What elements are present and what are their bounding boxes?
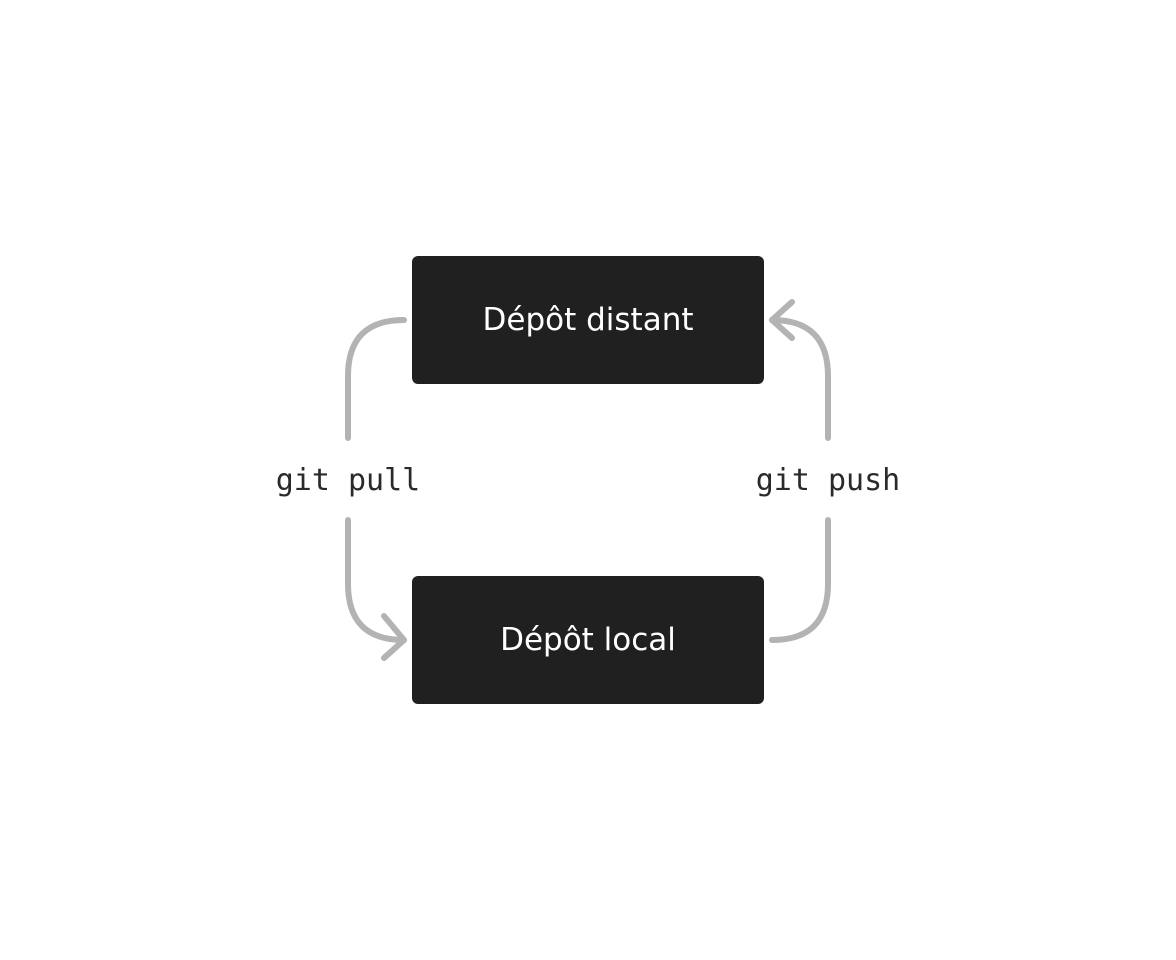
pull-arrow <box>345 317 407 661</box>
push-arrow <box>769 299 831 643</box>
push-arrow-lower-segment <box>769 517 831 643</box>
edge-pull-label: git pull <box>275 463 421 498</box>
pull-arrow-upper-segment <box>345 317 407 441</box>
node-remote-label: Dépôt distant <box>482 302 694 338</box>
pull-arrowhead <box>381 613 407 661</box>
node-local-label: Dépôt local <box>500 622 676 658</box>
edge-push-label: git push <box>755 463 901 498</box>
node-local-repository: Dépôt local <box>412 576 764 704</box>
push-arrowhead <box>769 299 795 341</box>
node-remote-repository: Dépôt distant <box>412 256 764 384</box>
push-arrow-upper-segment <box>769 317 831 441</box>
pull-arrow-lower-segment <box>345 517 407 643</box>
